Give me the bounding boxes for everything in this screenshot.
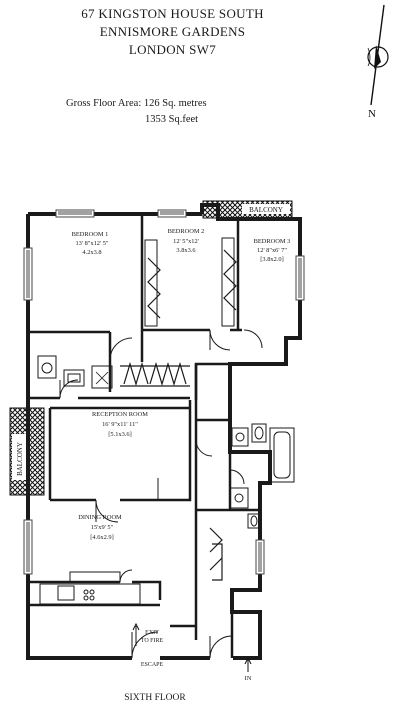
bedroom-1-metric: 4.2x3.8 [82,249,101,256]
address-line-1: 67 KINGSTON HOUSE SOUTH [81,6,264,21]
outer-walls [26,203,302,660]
windows [23,209,305,575]
entrance-label: IN [245,675,252,682]
gross-floor-area-sqft: 1353 Sq.feet [145,114,199,125]
room-bedroom-2: BEDROOM 2 12' 5"x12' 3.8x3.6 [168,228,205,254]
dining-name: DINING ROOM [78,514,122,521]
compass-icon: N [367,4,389,120]
address-line-3: LONDON SW7 [128,42,217,57]
room-bedroom-1: BEDROOM 1 13' 8"x12' 5" 4.2x3.8 [72,231,109,256]
floor-label: SIXTH FLOOR [124,693,186,703]
bedroom-1-imperial: 13' 8"x12' 5" [75,240,108,247]
bedroom-3-imperial: 12' 8"x6' 7" [257,247,287,254]
exit-line-3: ESCAPE [141,662,164,668]
reception-metric: [5.1x3.6] [108,431,131,438]
bedroom-3-name: BEDROOM 3 [254,238,291,245]
reception-name: RECEPTION ROOM [92,411,148,418]
exit-line-2: TO FIRE [141,638,164,644]
bedroom-2-imperial: 12' 5"x12' [173,238,199,245]
wardrobes [120,237,237,581]
balcony-left-label: BALCONY [16,442,24,476]
bedroom-2-name: BEDROOM 2 [168,228,205,235]
balcony-top-label: BALCONY [249,206,283,214]
dining-imperial: 15'x9' 5" [91,524,114,531]
entrance: IN [244,656,252,682]
dining-metric: [4.6x2.9] [90,534,113,541]
compass-north-label: N [368,108,376,120]
room-bedroom-3: BEDROOM 3 12' 8"x6' 7" [3.8x2.0] [254,238,291,263]
reception-imperial: 16' 9"x11' 11" [102,421,138,428]
fire-escape-exit: EXIT TO FIRE ESCAPE [132,622,164,668]
gross-floor-area: Gross Floor Area: 126 Sq. metres [66,98,207,109]
fixtures [37,355,295,605]
room-reception: RECEPTION ROOM 16' 9"x11' 11" [5.1x3.6] [92,411,148,438]
bedroom-1-name: BEDROOM 1 [72,231,109,238]
interior-walls [30,216,260,658]
room-dining: DINING ROOM 15'x9' 5" [4.6x2.9] [78,514,122,541]
exit-line-1: EXIT [145,630,159,636]
address-line-2: ENNISMORE GARDENS [99,24,246,39]
doors [59,329,263,659]
bedroom-2-metric: 3.8x3.6 [176,247,195,254]
bedroom-3-metric: [3.8x2.0] [260,256,283,263]
